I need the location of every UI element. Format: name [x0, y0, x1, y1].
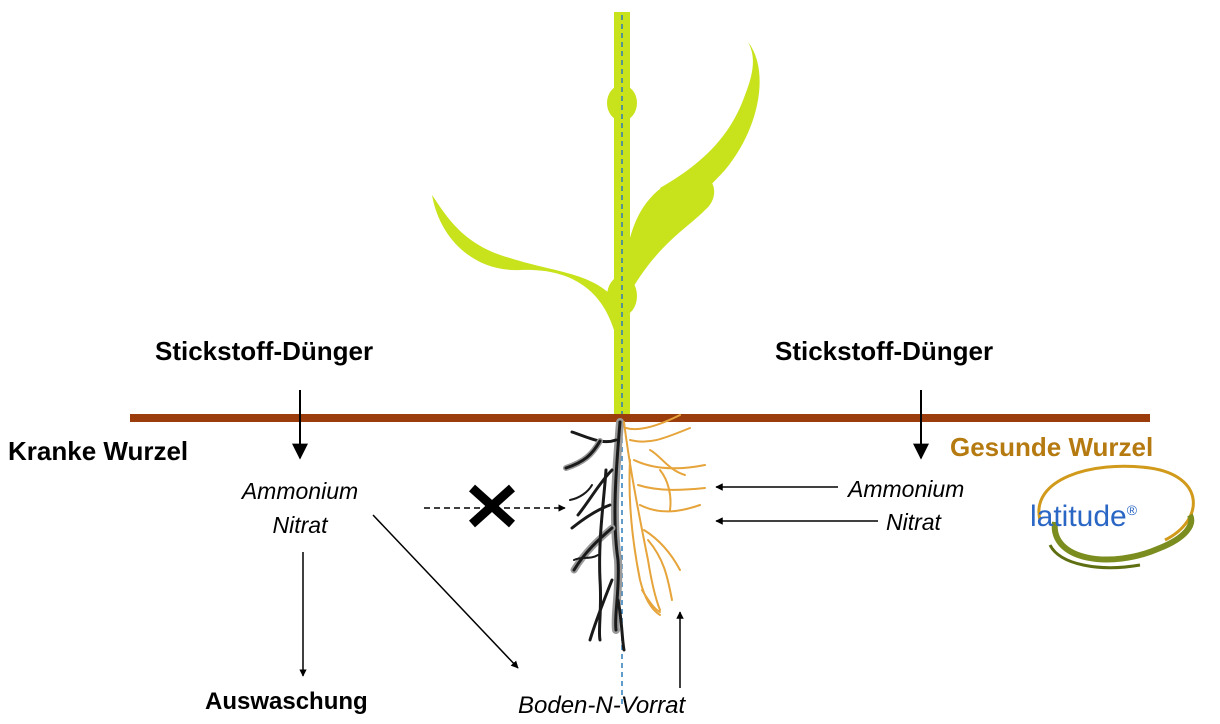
diseased-root	[566, 422, 624, 650]
healthy-root	[624, 415, 705, 615]
soil-surface-line	[130, 414, 1150, 422]
flow-arrows	[300, 390, 921, 688]
soil-reserve-label: Boden-N-Vorrat	[518, 692, 685, 720]
plant	[432, 12, 760, 705]
left-ammonium-label: Ammonium	[200, 478, 400, 505]
leaf-left	[432, 195, 622, 330]
latitude-logo: latitude®	[1030, 500, 1137, 534]
healthy-root-label: Gesunde Wurzel	[950, 432, 1153, 463]
blocked-cross-icon	[472, 488, 512, 524]
diseased-root-label: Kranke Wurzel	[8, 436, 188, 467]
logo-mark: ®	[1127, 502, 1137, 518]
right-ammonium-label: Ammonium	[848, 476, 964, 503]
leaching-label: Auswaschung	[205, 688, 368, 716]
left-fertilizer-label: Stickstoff-Dünger	[155, 336, 373, 367]
right-fertilizer-label: Stickstoff-Dünger	[775, 336, 993, 367]
right-nitrate-label: Nitrat	[886, 509, 941, 536]
logo-text: latitude	[1030, 500, 1127, 533]
left-nitrate-label: Nitrat	[200, 512, 400, 539]
